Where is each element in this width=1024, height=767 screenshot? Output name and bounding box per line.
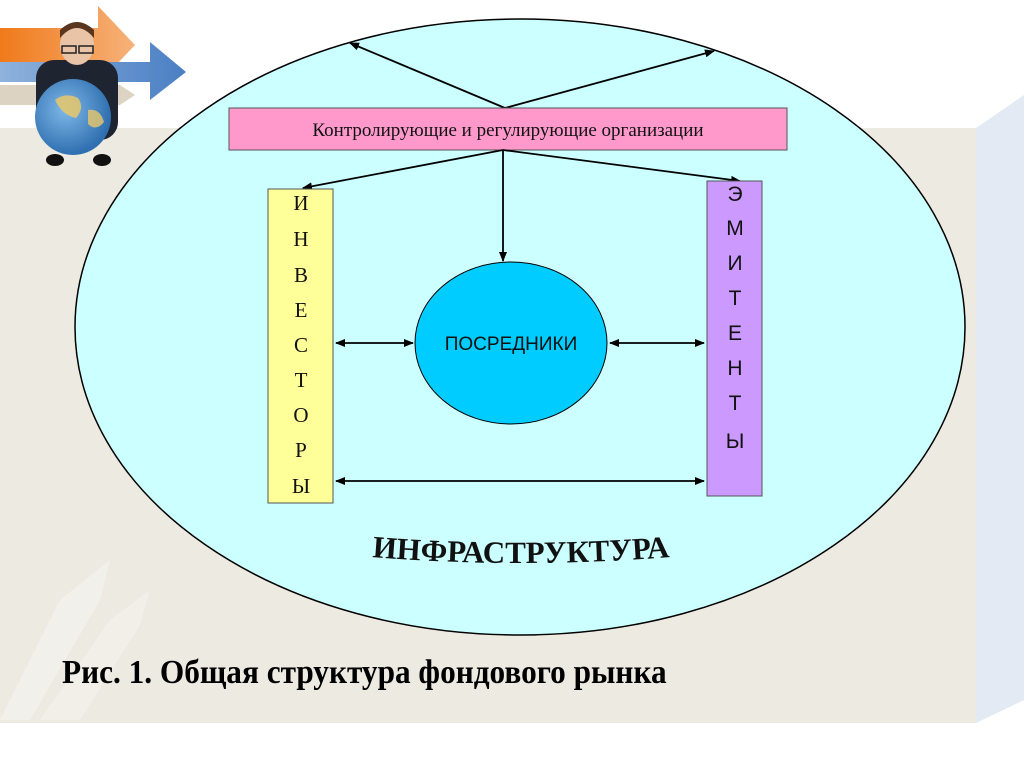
svg-text:Э: Э xyxy=(727,183,742,206)
svg-text:О: О xyxy=(293,403,308,427)
svg-text:И: И xyxy=(293,191,308,215)
infrastructure-label: ИНФРАСТРУКТУРА xyxy=(372,529,671,570)
issuers-label: Э М И Т Е Н Т Ы xyxy=(726,183,745,453)
svg-text:Н: Н xyxy=(293,227,308,251)
logo-illustration xyxy=(0,6,186,166)
investors-box xyxy=(267,188,334,504)
issuers-box xyxy=(706,180,763,497)
svg-text:С: С xyxy=(294,333,308,357)
svg-text:Р: Р xyxy=(295,438,307,462)
svg-text:Ы: Ы xyxy=(726,430,745,453)
svg-text:Е: Е xyxy=(295,298,308,322)
svg-text:Ы: Ы xyxy=(292,474,310,498)
svg-text:Т: Т xyxy=(295,368,308,392)
svg-text:М: М xyxy=(726,217,744,240)
intermediaries-label: ПОСРЕДНИКИ xyxy=(445,334,577,355)
figure-caption: Рис. 1. Общая структура фондового рынка xyxy=(62,654,667,691)
svg-text:Т: Т xyxy=(729,392,742,415)
intermediaries-circle xyxy=(414,261,608,425)
svg-text:Т: Т xyxy=(729,287,742,310)
svg-text:И: И xyxy=(727,252,742,275)
investors-label: И Н В Е С Т О Р Ы xyxy=(292,191,310,498)
regulators-label: Контролирующие и регулирующие организаци… xyxy=(312,120,703,141)
svg-text:Н: Н xyxy=(727,357,742,380)
svg-text:Е: Е xyxy=(728,322,742,345)
svg-text:В: В xyxy=(294,263,308,287)
